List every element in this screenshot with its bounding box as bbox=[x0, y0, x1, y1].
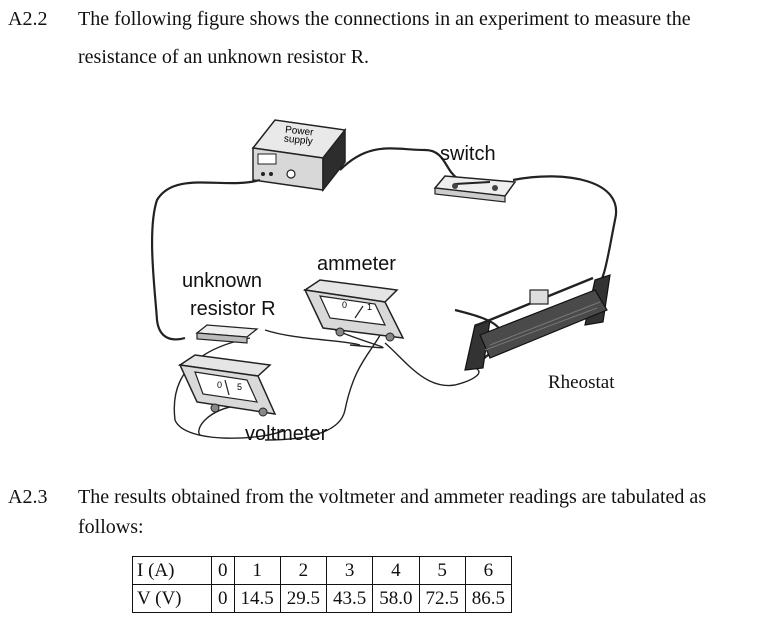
table-cell: 43.5 bbox=[325, 584, 374, 613]
table-cell: 86.5 bbox=[464, 584, 513, 613]
power-supply-label-2: supply bbox=[283, 134, 313, 148]
ammeter: 0 1 bbox=[302, 279, 405, 342]
question-number: A2.3 bbox=[8, 486, 48, 508]
row-label-voltage: V (V) bbox=[132, 584, 212, 613]
table-cell: 4 bbox=[372, 556, 420, 585]
switch bbox=[433, 175, 517, 203]
table-cell: 2 bbox=[279, 556, 328, 585]
rheostat-label: Rheostat bbox=[548, 372, 615, 393]
table-cell: 72.5 bbox=[418, 584, 466, 613]
results-table: I (A) 0 1 2 3 4 5 6 V (V) 0 14.5 29.5 43… bbox=[132, 556, 513, 613]
table-cell: 3 bbox=[325, 556, 374, 585]
question-text-line2: follows: bbox=[78, 516, 144, 538]
table-cell: 29.5 bbox=[279, 584, 328, 613]
table-cell: 5 bbox=[418, 556, 466, 585]
power-supply: Power supply bbox=[251, 119, 347, 193]
svg-text:0: 0 bbox=[217, 380, 222, 390]
unknown-resistor bbox=[195, 324, 259, 344]
svg-text:1: 1 bbox=[367, 302, 372, 312]
voltmeter-label: voltmeter bbox=[245, 423, 328, 445]
rheostat bbox=[464, 274, 611, 371]
circuit-figure: Power supply switch 0 1 ammeter bbox=[151, 119, 618, 445]
svg-text:5: 5 bbox=[237, 382, 242, 392]
power-supply-label-1: Power bbox=[285, 125, 315, 139]
row-label-current: I (A) bbox=[132, 556, 212, 585]
voltmeter: 0 5 bbox=[177, 354, 277, 417]
question-text-line1: The results obtained from the voltmeter … bbox=[78, 486, 707, 508]
table-row-current: I (A) 0 1 2 3 4 5 6 bbox=[132, 556, 513, 585]
table-cell: 1 bbox=[233, 556, 281, 585]
table-row-voltage: V (V) 0 14.5 29.5 43.5 58.0 72.5 86.5 bbox=[132, 584, 513, 613]
unknown-resistor-label-1: unknown bbox=[182, 270, 262, 292]
ammeter-label: ammeter bbox=[317, 253, 396, 275]
switch-label: switch bbox=[440, 143, 496, 165]
unknown-resistor-label-2: resistor R bbox=[190, 298, 276, 320]
table-cell: 58.0 bbox=[372, 584, 420, 613]
question-text-line2: resistance of an unknown resistor R. bbox=[78, 46, 370, 68]
table-cell: 0 bbox=[211, 584, 235, 613]
question-number: A2.2 bbox=[8, 8, 48, 30]
table-cell: 6 bbox=[464, 556, 513, 585]
question-text-line1: The following figure shows the connectio… bbox=[78, 8, 691, 30]
table-cell: 14.5 bbox=[233, 584, 281, 613]
table-cell: 0 bbox=[211, 556, 235, 585]
svg-text:0: 0 bbox=[342, 300, 347, 310]
